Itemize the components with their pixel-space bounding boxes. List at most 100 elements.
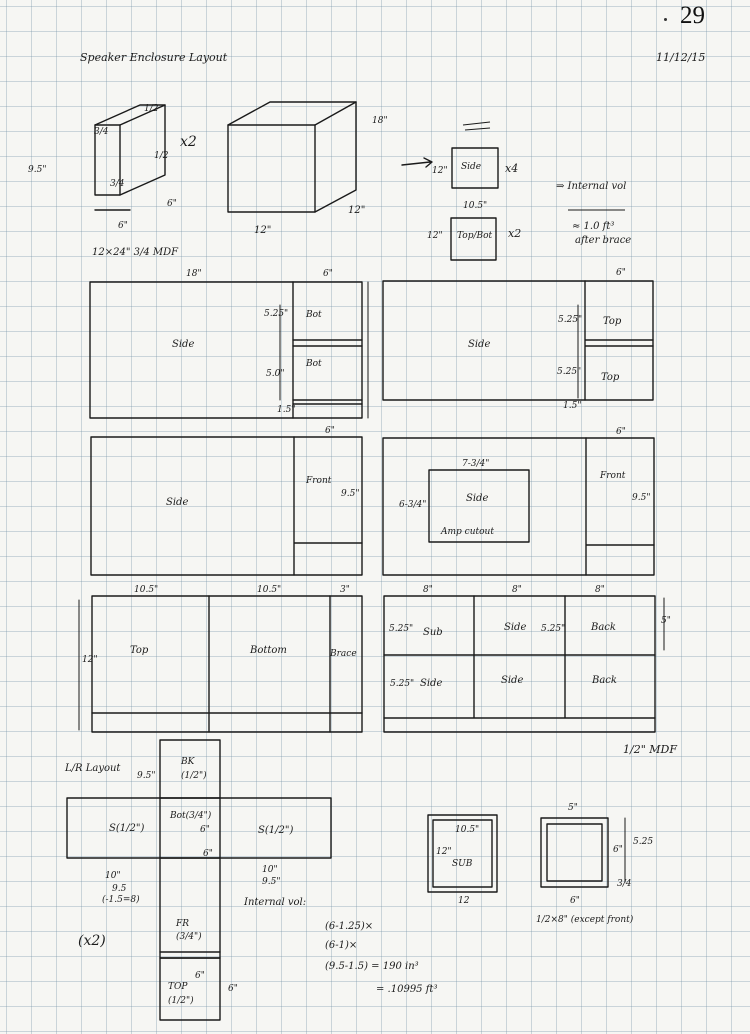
p4-main-label: Side: [466, 493, 489, 504]
p2-dim-1: 5.25": [558, 315, 583, 325]
p1-label-1: Bot: [306, 310, 322, 320]
lr-title: L/R Layout: [65, 763, 121, 774]
lr-dim-2: 10": [105, 871, 121, 881]
sub-label: SUB: [452, 859, 473, 869]
side-piece-label: Side: [461, 162, 482, 172]
p5-height: 12": [82, 655, 98, 665]
p2-main-label: Side: [468, 339, 491, 350]
cube-bottom-label: 3/4: [110, 179, 125, 189]
panel-2: [382, 280, 654, 401]
front-top: 5": [568, 803, 578, 813]
p4-cut-width: 7-3/4": [462, 459, 490, 469]
sub-width: 10.5": [455, 825, 480, 835]
cube-left-label: 3/4: [94, 127, 109, 137]
front-dim: 5.25: [633, 837, 654, 847]
lr-fr-sub: (3/4"): [176, 932, 202, 942]
lr-dim-7: 6": [228, 984, 238, 994]
p4-cutout-label: Amp cutout: [441, 527, 494, 537]
p5-label-top: Top: [130, 645, 149, 656]
p4-cut-height: 6-3/4": [399, 500, 427, 510]
arrow: [401, 157, 433, 168]
p1-label-2: Bot: [306, 359, 322, 369]
lr-bot-dim: 6": [200, 825, 210, 835]
lr-top: TOP: [168, 982, 188, 992]
top-piece-w: 10.5": [463, 201, 488, 211]
cube-dim-1: 6": [167, 199, 177, 209]
p2-label-1: Top: [603, 316, 622, 327]
small-cube-sketch: [94, 104, 166, 211]
p4-strip-width: 6": [616, 427, 626, 437]
lr-s-right: S(1/2"): [258, 825, 294, 836]
p1-dim-3: 1.5": [277, 405, 296, 415]
panel-6: [383, 595, 665, 733]
p6-label-side-1: Side: [504, 622, 527, 633]
p2-dim-2: 5.25": [557, 367, 582, 377]
box-depth-label: 12": [348, 205, 366, 216]
panel-5: [78, 595, 363, 733]
box-height-label: 18": [372, 116, 388, 126]
cube-right-label: 1/2: [154, 151, 169, 161]
p1-dim-1: 5.25": [264, 309, 289, 319]
front-side: 6": [613, 845, 623, 855]
lr-s-left: S(1/2"): [109, 823, 145, 834]
lr-bk: BK: [181, 757, 195, 767]
box-width-label: 12": [254, 225, 272, 236]
p6-col-1: 8": [423, 585, 433, 595]
p3-main-label: Side: [166, 497, 189, 508]
front-cube: [540, 817, 626, 888]
page-title: Speaker Enclosure Layout: [80, 51, 228, 64]
p2-label-2: Top: [601, 372, 620, 383]
top-piece-count: x2: [508, 227, 522, 240]
cube-dim-2: 6": [118, 221, 128, 231]
lr-bot: Bot(3/4"): [170, 811, 212, 821]
p6-col-3: 8": [595, 585, 605, 595]
material-half-label: 1/2" MDF: [623, 743, 677, 756]
side-piece-rect: [451, 147, 499, 189]
note-line-3: after brace: [575, 235, 632, 246]
top-piece-label: Top/Bot: [457, 231, 493, 241]
panel-1: [89, 281, 369, 419]
p6-label-back-1: Back: [591, 622, 616, 633]
p6-dim-1: 5.25": [389, 624, 414, 634]
p6-label-sub: Sub: [423, 627, 443, 638]
p6-dim-3: 5.25": [390, 679, 415, 689]
vol-line-2: (6-1)×: [325, 940, 358, 951]
large-box-sketch: [227, 101, 357, 213]
side-piece-count: x4: [505, 162, 519, 175]
front-note: 1/2×8" (except front): [536, 915, 634, 925]
page-dot: [664, 18, 667, 21]
sub-height: 12": [436, 847, 452, 857]
front-sub: 3/4: [617, 879, 632, 889]
side-piece-w: 12": [432, 166, 448, 176]
lr-fr: FR: [176, 919, 190, 929]
p1-main-label: Side: [172, 339, 195, 350]
page-number: 29: [680, 2, 705, 29]
lr-layout: [66, 739, 332, 1021]
p2-dim-3: 1.5": [563, 401, 582, 411]
p3-dim: 9.5": [341, 489, 360, 499]
p6-height: 5": [661, 616, 671, 626]
vol-line-1: (6-1.25)×: [325, 921, 374, 932]
p6-label-side-3: Side: [501, 675, 524, 686]
p1-width: 18": [186, 269, 202, 279]
top-piece-rect: [450, 217, 497, 261]
p5-col-1: 10.5": [134, 585, 159, 595]
lr-dim-5: 10": [262, 865, 278, 875]
lr-count: (x2): [78, 933, 106, 949]
lr-bk-sub: (1/2"): [181, 771, 207, 781]
lr-dim-3: 9.5: [112, 884, 127, 894]
p1-dim-2: 5.0": [266, 369, 285, 379]
p1-strip-width: 6": [323, 269, 333, 279]
vol-line-3: (9.5-1.5) = 190 in³: [325, 961, 419, 972]
p3-front-label: Front: [306, 476, 332, 486]
material-label: 12×24" 3/4 MDF: [92, 247, 179, 258]
p4-dim: 9.5": [632, 493, 651, 503]
p5-label-bottom: Bottom: [250, 645, 287, 656]
p5-col-3: 3": [340, 585, 350, 595]
note-line-1: ⇒ Internal vol: [556, 181, 627, 192]
p5-label-brace: Brace: [330, 649, 357, 659]
p3-strip-width: 6": [325, 426, 335, 436]
panel-4: [382, 437, 655, 576]
p6-label-side-2: Side: [420, 678, 443, 689]
